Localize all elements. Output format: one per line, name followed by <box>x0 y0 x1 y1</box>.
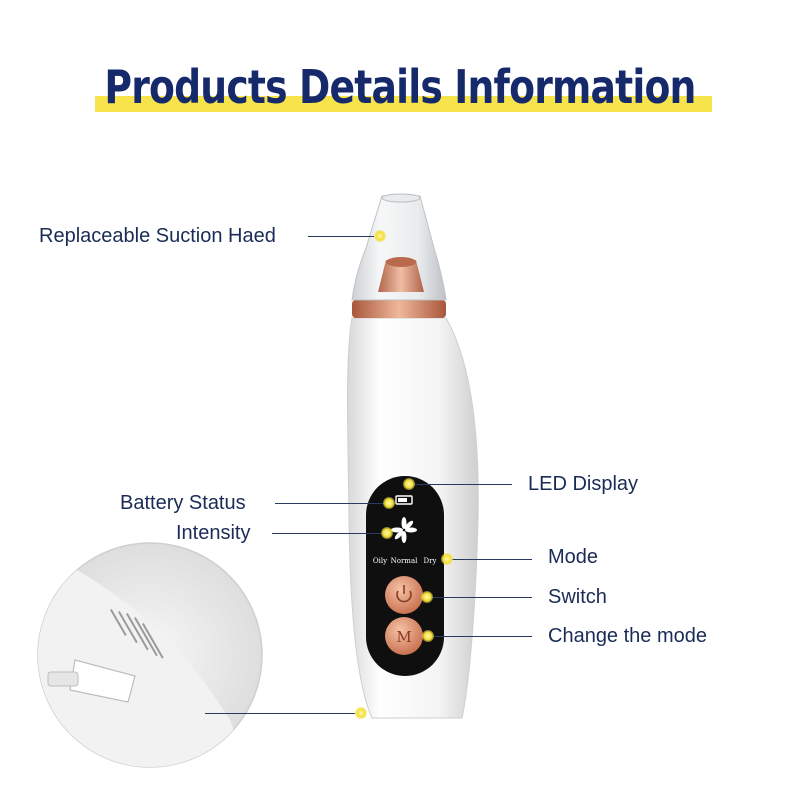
label-led-display: LED Display <box>528 473 639 495</box>
marker-intensity <box>381 527 393 539</box>
marker-switch <box>421 591 433 603</box>
label-change-mode: Change the mode <box>548 625 708 647</box>
marker-change-mode <box>422 630 434 642</box>
mode-dry: Dry <box>424 557 437 565</box>
label-switch: Switch <box>548 586 607 608</box>
suction-tip <box>378 260 424 292</box>
marker-battery-status <box>383 497 395 509</box>
leader-suction-head <box>308 236 374 237</box>
mode-button-label: M <box>396 628 411 646</box>
zoom-detail <box>38 560 260 767</box>
leader-led-display <box>414 484 512 485</box>
battery-icon <box>395 495 413 505</box>
label-mode: Mode <box>548 546 599 568</box>
marker-zoom <box>355 707 367 719</box>
marker-led-display <box>403 478 415 490</box>
leader-change-mode <box>433 636 532 637</box>
label-suction-head: Replaceable Suction Haed <box>39 225 276 247</box>
mode-button <box>385 617 423 655</box>
copper-ring <box>352 300 446 318</box>
marker-suction-head <box>374 230 386 242</box>
suction-cap <box>351 195 447 301</box>
marker-mode <box>441 553 453 565</box>
power-button <box>385 576 423 614</box>
page-title: Products Details Information <box>104 60 696 114</box>
leader-zoom <box>205 713 355 714</box>
leader-battery-status <box>275 503 384 504</box>
fan-icon <box>391 517 417 543</box>
mode-oily: Oily <box>373 557 387 565</box>
label-battery-status: Battery Status <box>120 492 246 514</box>
leader-intensity <box>272 533 382 534</box>
title-block: Products Details Information <box>0 52 800 122</box>
mode-normal: Normal <box>391 557 418 565</box>
leader-switch <box>432 597 532 598</box>
title-highlight <box>95 96 712 112</box>
label-intensity: Intensity <box>176 522 251 544</box>
leader-mode <box>452 559 532 560</box>
control-panel <box>366 476 444 676</box>
power-icon <box>396 585 412 603</box>
